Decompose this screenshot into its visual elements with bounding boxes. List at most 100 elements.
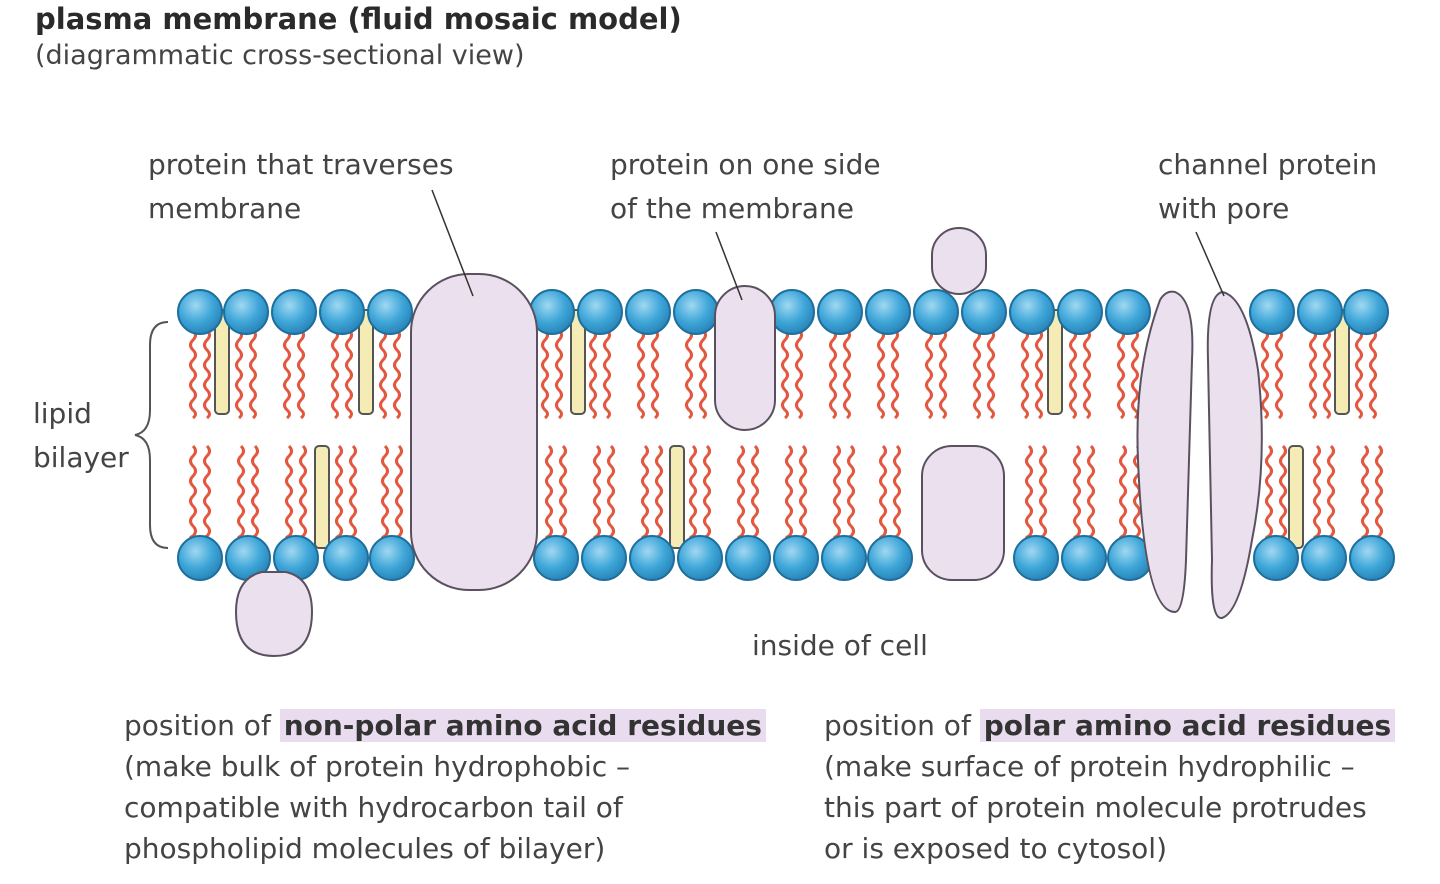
phospholipid-heads (177, 289, 1395, 581)
lipid-tail (381, 444, 389, 542)
phospholipid-head (1297, 289, 1343, 335)
peripheral-protein-bottom (921, 445, 1005, 581)
lipid-tail (1039, 444, 1047, 542)
lipid-tail (795, 328, 803, 420)
phospholipid-head (1061, 535, 1107, 581)
phospholipid-head (533, 535, 579, 581)
lipid-tail (559, 444, 567, 542)
label-lipid-bilayer: lipid bilayer (33, 397, 129, 474)
label-channel-protein: channel protein with pore (1158, 148, 1378, 225)
lipid-tail (349, 444, 357, 542)
phospholipid-head (223, 289, 269, 335)
lipid-tail (987, 328, 995, 420)
lipid-tail (555, 328, 563, 420)
phospholipid-head (677, 535, 723, 581)
lipid-tail (1069, 328, 1077, 420)
lipid-tail (703, 444, 711, 542)
lipid-tail (331, 328, 339, 420)
lipid-tail (699, 328, 707, 420)
surface-protein-top (931, 227, 987, 295)
phospholipid-head (1253, 535, 1299, 581)
cholesterol (358, 309, 374, 415)
phospholipid-head (1249, 289, 1295, 335)
lipid-tail (1313, 444, 1321, 542)
caption-polar: position of polar amino acid residues (m… (824, 705, 1396, 869)
cholesterol (1047, 309, 1063, 415)
lipid-tail (737, 444, 745, 542)
phospholipid-head (961, 289, 1007, 335)
phospholipid-head (271, 289, 317, 335)
phospholipid-head (323, 535, 369, 581)
phospholipid-head (865, 289, 911, 335)
phospholipid-head (177, 289, 223, 335)
phospholipid-head (1343, 289, 1389, 335)
lipid-tail (939, 328, 947, 420)
phospholipid-head (367, 289, 413, 335)
lipid-tail (1083, 328, 1091, 420)
phospholipid-head (1013, 535, 1059, 581)
phospholipid-head (1105, 289, 1151, 335)
lipid-tail (251, 444, 259, 542)
cholesterol-molecules (214, 309, 1350, 549)
lipid-tail (1361, 444, 1369, 542)
channel-protein-left (1136, 290, 1194, 614)
lipid-tail (1309, 328, 1317, 420)
lipid-tail (235, 328, 243, 420)
caption-nonpolar-highlight: non-polar amino acid residues (279, 709, 766, 742)
lipid-tail (1133, 444, 1141, 542)
lipid-tail (541, 328, 549, 420)
lipid-tail (833, 444, 841, 542)
page-subtitle: (diagrammatic cross-sectional view) (35, 40, 525, 71)
label-traversing-protein: protein that traverses membrane (148, 148, 454, 225)
phospholipid-tails (189, 328, 1383, 542)
lipid-tail (689, 444, 697, 542)
lipid-tail (847, 444, 855, 542)
label-inside-of-cell: inside of cell (752, 629, 928, 662)
pointer-peripheral (715, 231, 743, 301)
lipid-tail (249, 328, 257, 420)
lipid-tail (893, 444, 901, 542)
lipid-tail (203, 328, 211, 420)
lipid-tail (285, 444, 293, 542)
lipid-tail (925, 328, 933, 420)
lipid-tail (189, 328, 197, 420)
phospholipid-head (913, 289, 959, 335)
phospholipid-head (1009, 289, 1055, 335)
phospholipid-head (1301, 535, 1347, 581)
lipid-bilayer-brace (134, 321, 169, 549)
phospholipid-head (817, 289, 863, 335)
lipid-tail (545, 444, 553, 542)
peripheral-protein-top (714, 285, 776, 431)
phospholipid-head (821, 535, 867, 581)
phospholipid-head (773, 535, 819, 581)
channel-protein-right (1206, 290, 1263, 619)
lipid-tail (651, 328, 659, 420)
lipid-tail (603, 328, 611, 420)
lipid-tail (589, 328, 597, 420)
lipid-tail (297, 328, 305, 420)
phospholipid-head (319, 289, 365, 335)
lipid-tail (1369, 328, 1377, 420)
lipid-tail (1279, 444, 1287, 542)
lipid-tail (891, 328, 899, 420)
lipid-tail (335, 444, 343, 542)
caption-nonpolar: position of non-polar amino acid residue… (124, 705, 766, 869)
phospholipid-head (769, 289, 815, 335)
lipid-tail (379, 328, 387, 420)
cholesterol (669, 445, 685, 549)
caption-polar-highlight: polar amino acid residues (979, 709, 1396, 742)
lipid-tail (345, 328, 353, 420)
lipid-tail (1131, 328, 1139, 420)
lipid-tail (751, 444, 759, 542)
lipid-tail (1265, 444, 1273, 542)
lipid-tail (593, 444, 601, 542)
phospholipid-head (581, 535, 627, 581)
phospholipid-head (1057, 289, 1103, 335)
label-peripheral-protein: protein on one side of the membrane (610, 148, 881, 225)
lipid-tail (283, 328, 291, 420)
lipid-tail (641, 444, 649, 542)
lipid-tail (1261, 328, 1269, 420)
lipid-tail (685, 328, 693, 420)
phospholipid-head (177, 535, 223, 581)
